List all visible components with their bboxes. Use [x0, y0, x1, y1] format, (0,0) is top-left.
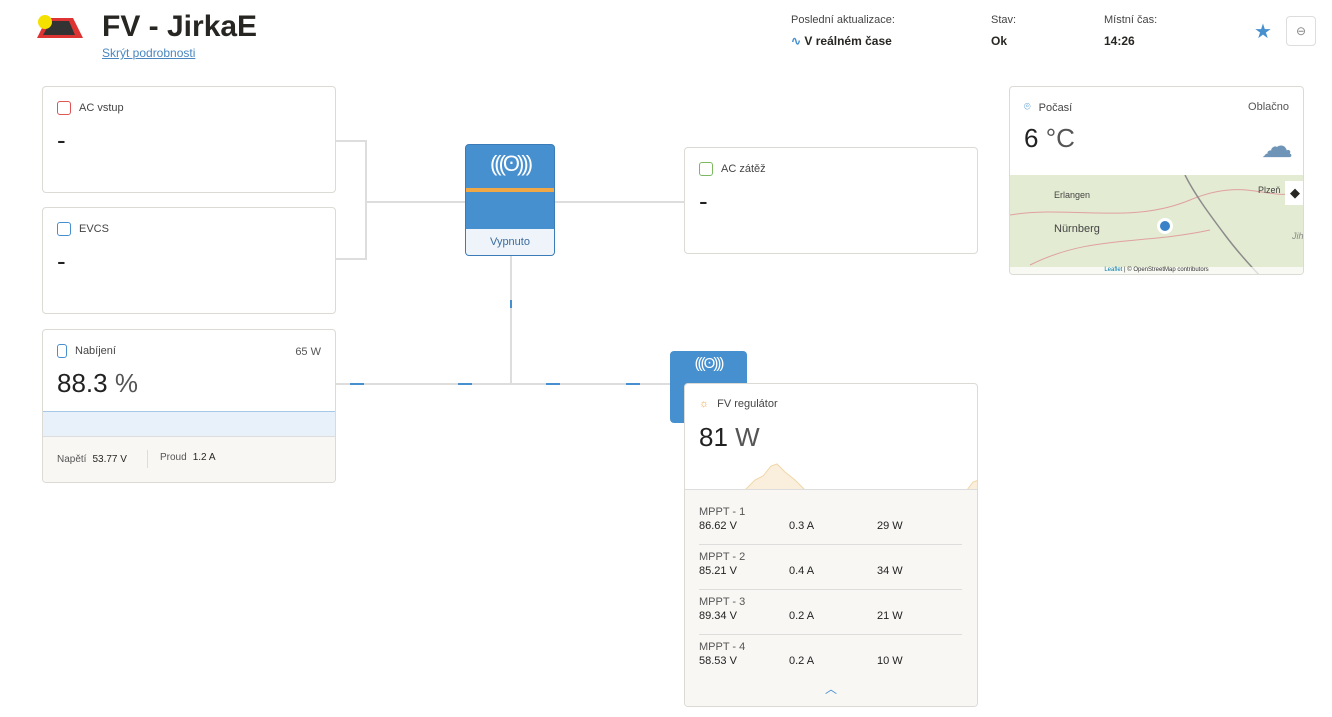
logo [33, 10, 85, 40]
ac-input-title: AC vstup [79, 102, 124, 114]
mppt-row: MPPT - 2 85.21 V 0.4 A 34 W [699, 545, 962, 590]
map-label: Erlangen [1054, 190, 1091, 200]
mppt-row: MPPT - 3 89.34 V 0.2 A 21 W [699, 590, 962, 635]
mppt-power: 34 W [877, 565, 903, 577]
sun-icon: ☼ [699, 398, 710, 410]
mppt-row: MPPT - 4 58.53 V 0.2 A 10 W [699, 635, 962, 679]
location-marker [1157, 218, 1173, 234]
ac-load-value: - [699, 186, 708, 216]
battery-soc-unit: % [114, 368, 138, 398]
status-value: Ok [991, 34, 1008, 48]
pv-power: 81 W [699, 422, 760, 452]
pv-power-chart [744, 463, 977, 490]
mppt-name: MPPT - 1 [699, 506, 746, 518]
ac-input-card[interactable]: AC vstup - [42, 86, 336, 193]
ac-load-card[interactable]: AC zátěž - [684, 147, 978, 254]
directions-button[interactable]: ◆ [1285, 181, 1303, 205]
evcs-value: - [57, 246, 66, 276]
weather-temp: 6 °C [1024, 123, 1075, 153]
location-pin-icon: ⌾ [1024, 101, 1031, 113]
weather-condition: Oblačno [1248, 101, 1289, 113]
ac-input-value: - [57, 125, 66, 155]
pv-title: FV regulátor [717, 398, 778, 410]
mppt-current: 0.2 A [789, 655, 815, 667]
mppt-name: MPPT - 3 [699, 596, 746, 608]
socket-icon [699, 162, 713, 176]
mppt-current: 0.3 A [789, 520, 815, 532]
mppt-power: 21 W [877, 610, 903, 622]
status-label: Stav: [991, 14, 1017, 26]
inverter-node[interactable]: (((ʘ))) Vypnuto [465, 144, 555, 256]
map-label: Nürnberg [1054, 223, 1100, 235]
realtime-icon: ∿ [791, 34, 802, 48]
weather-title: Počasí [1038, 101, 1073, 114]
battery-soc: 88.3 % [57, 368, 138, 399]
mppt-voltage: 85.21 V [699, 565, 737, 577]
victron-logo-icon: (((ʘ))) [489, 151, 533, 176]
local-time-value: 14:26 [1104, 34, 1135, 48]
victron-logo-icon: (((ʘ))) [694, 355, 725, 372]
ac-input-icon [57, 101, 71, 115]
pv-charger-card[interactable]: ☼ FV regulátor 81 W ︿ MPPT - 1 86.62 V 0.3 … [684, 383, 978, 707]
evcs-title: EVCS [79, 223, 109, 235]
last-update-text: V reálném čase [804, 34, 892, 48]
favorite-star-icon[interactable]: ★ [1254, 21, 1272, 43]
ev-charger-icon [57, 222, 71, 236]
map-attribution: Leaflet | © OpenStreetMap contributors [1010, 267, 1303, 274]
local-time-label: Místní čas: [1104, 14, 1158, 26]
mppt-current: 0.2 A [789, 610, 815, 622]
mppt-voltage: 58.53 V [699, 655, 737, 667]
map-label: Plzeň [1258, 185, 1281, 195]
battery-soc-value: 88.3 [57, 368, 108, 398]
last-update-value: ∿ V reálném čase [791, 34, 892, 48]
mppt-power: 29 W [877, 520, 903, 532]
hide-details-link[interactable]: Skrýt podrobnosti [102, 46, 196, 60]
leaflet-link[interactable]: Leaflet [1104, 267, 1123, 273]
collapse-chevron-icon[interactable]: ︿ [824, 682, 837, 696]
ac-load-title: AC zátěž [721, 163, 766, 175]
mppt-voltage: 89.34 V [699, 610, 737, 622]
map[interactable]: Erlangen Nürnberg Plzeň Jihoč ◆ Leaflet … [1010, 175, 1304, 274]
battery-title: Nabíjení [75, 345, 116, 357]
cloud-icon: ☁ [1261, 128, 1293, 164]
mppt-row: MPPT - 1 86.62 V 0.3 A 29 W [699, 500, 962, 545]
battery-power: 65 W [295, 346, 321, 358]
mppt-power: 10 W [877, 655, 903, 667]
inverter-status: Vypnuto [466, 229, 554, 255]
mppt-voltage: 86.62 V [699, 520, 737, 532]
settings-toggle-button[interactable]: ⊖ [1286, 16, 1316, 46]
weather-card[interactable]: ⌾ Počasí Oblačno 6 °C ☁ Erlangen Nürnberg… [1009, 86, 1304, 275]
evcs-card[interactable]: EVCS - [42, 207, 336, 314]
mppt-current: 0.4 A [789, 565, 815, 577]
mppt-name: MPPT - 4 [699, 641, 746, 653]
mppt-name: MPPT - 2 [699, 551, 746, 563]
page-title: FV - JirkaE [102, 10, 258, 43]
battery-level-fill [43, 411, 335, 436]
last-update-label: Poslední aktualizace: [791, 14, 895, 26]
battery-icon [57, 344, 67, 358]
map-label: Jihoč [1292, 231, 1304, 241]
